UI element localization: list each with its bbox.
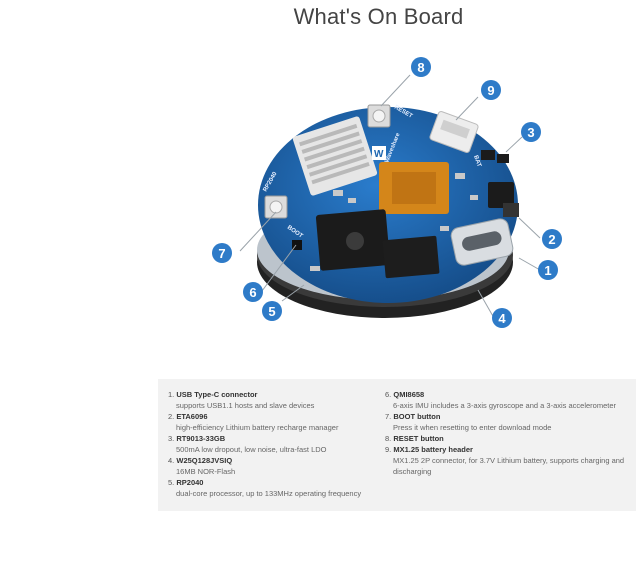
- item-number: 3.: [168, 434, 175, 443]
- callout-9: 9: [481, 80, 501, 100]
- list-item: 5. RP2040 dual-core processor, up to 133…: [168, 477, 378, 499]
- smd-component: [455, 173, 465, 179]
- item-number: 2.: [168, 412, 175, 421]
- list-item: 2. ETA6096 high-efficiency Lithium batte…: [168, 411, 378, 433]
- list-item: 1. USB Type-C connector supports USB1.1 …: [168, 389, 378, 411]
- leader-lines: [239, 74, 541, 319]
- svg-text:4: 4: [498, 311, 506, 326]
- item-description: Press it when resetting to enter downloa…: [393, 423, 552, 432]
- item-name: RT9013-33GB: [176, 434, 226, 443]
- waveshare-logo: [372, 146, 386, 160]
- callout-2: 2: [542, 229, 562, 249]
- page-title: What's On Board: [293, 4, 464, 29]
- boot-button-cap: [269, 200, 283, 214]
- svg-text:8: 8: [417, 60, 424, 75]
- charger-chip: [488, 182, 514, 208]
- list-item: 7. BOOT button Press it when resetting t…: [385, 411, 630, 433]
- svg-text:2: 2: [548, 232, 555, 247]
- item-number: 5.: [168, 478, 175, 487]
- smd-component: [440, 226, 449, 231]
- item-name: USB Type-C connector: [176, 390, 258, 399]
- board-label-bat: BAT: [472, 155, 482, 169]
- battery-header-slot: [440, 119, 470, 139]
- list-item: 6. QMI8658 6-axis IMU includes a 3-axis …: [385, 389, 630, 411]
- item-number: 1.: [168, 390, 175, 399]
- usb-c-port: [462, 231, 502, 251]
- flash-chip: [382, 235, 440, 279]
- list-item: 3. RT9013-33GB 500mA low dropout, low no…: [168, 433, 378, 455]
- item-description: 16MB NOR-Flash: [176, 467, 236, 476]
- smd-component: [333, 190, 343, 196]
- svg-text:7: 7: [218, 246, 225, 261]
- item-description: 500mA low dropout, low noise, ultra-fast…: [176, 445, 327, 454]
- callout-1: 1: [538, 260, 558, 280]
- svg-text:3: 3: [527, 125, 534, 140]
- item-description: MX1.25 2P connector, for 3.7V Lithium ba…: [393, 456, 625, 476]
- item-name: ETA6096: [176, 412, 208, 421]
- item-name: RP2040: [176, 478, 204, 487]
- component-list-panel: 1. USB Type-C connector supports USB1.1 …: [158, 379, 636, 511]
- svg-text:1: 1: [544, 263, 551, 278]
- svg-text:6: 6: [249, 285, 256, 300]
- raspberry-logo: [346, 232, 364, 250]
- item-description: 6-axis IMU includes a 3-axis gyroscope a…: [393, 401, 617, 410]
- smd-component: [470, 195, 478, 200]
- item-name: BOOT button: [393, 412, 441, 421]
- callout-6: 6: [243, 282, 263, 302]
- component-list-right: 6. QMI8658 6-axis IMU includes a 3-axis …: [385, 389, 630, 477]
- item-number: 4.: [168, 456, 175, 465]
- reset-button-cap: [372, 109, 386, 123]
- list-item: 9. MX1.25 battery header MX1.25 2P conne…: [385, 444, 630, 477]
- callout-7: 7: [212, 243, 232, 263]
- smd-component: [348, 198, 356, 203]
- inductor: [503, 203, 519, 217]
- list-item: 4. W25Q128JVSIQ 16MB NOR-Flash: [168, 455, 378, 477]
- item-description: high-efficiency Lithium battery recharge…: [176, 423, 339, 432]
- ldo-chip-2: [497, 154, 509, 163]
- ldo-chip: [481, 150, 495, 160]
- smd-component: [310, 266, 320, 271]
- list-item: 8. RESET button: [385, 433, 630, 444]
- callout-3: 3: [521, 122, 541, 142]
- item-name: QMI8658: [393, 390, 425, 399]
- item-description: dual-core processor, up to 133MHz operat…: [176, 489, 362, 498]
- svg-text:9: 9: [487, 83, 494, 98]
- component-list-left: 1. USB Type-C connector supports USB1.1 …: [168, 389, 378, 499]
- callout-4: 4: [492, 308, 512, 328]
- callout-8: 8: [411, 57, 431, 77]
- item-number: 7.: [385, 412, 392, 421]
- item-name: RESET button: [393, 434, 444, 443]
- item-number: 6.: [385, 390, 392, 399]
- waveshare-logo-text: W: [374, 149, 384, 160]
- item-number: 9.: [385, 445, 392, 454]
- callout-5: 5: [262, 301, 282, 321]
- imu-chip: [292, 240, 302, 250]
- item-number: 8.: [385, 434, 392, 443]
- svg-text:5: 5: [268, 304, 275, 319]
- board-diagram: W Waveshare RP2040 BOOT RESET BAT 1 2 3 …: [212, 57, 562, 328]
- item-name: W25Q128JVSIQ: [176, 456, 233, 465]
- imu-shield-inner: [392, 172, 436, 204]
- item-name: MX1.25 battery header: [393, 445, 473, 454]
- fpc-pins: [299, 123, 370, 185]
- item-description: supports USB1.1 hosts and slave devices: [176, 401, 315, 410]
